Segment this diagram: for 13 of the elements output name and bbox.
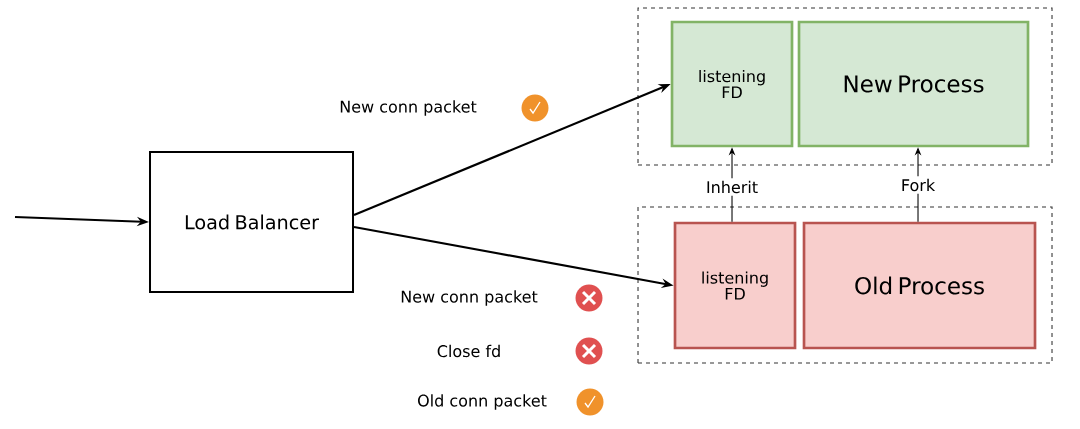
process-box: Old Process <box>802 221 1037 350</box>
note-text: New conn packet <box>401 290 538 306</box>
process-box: Load Balancer <box>149 151 354 293</box>
process-box: listening FD <box>670 20 794 148</box>
edge-label: Inherit <box>703 178 761 196</box>
note-text: New conn packet <box>340 100 477 116</box>
note-text: Old conn packet <box>418 394 547 410</box>
process-box: New Process <box>797 20 1030 148</box>
group-box <box>637 7 1053 166</box>
edge-label: Fork <box>898 176 938 194</box>
process-box: listening FD <box>673 221 797 350</box>
group-box <box>637 206 1053 364</box>
note-text: Close fd <box>437 344 500 358</box>
